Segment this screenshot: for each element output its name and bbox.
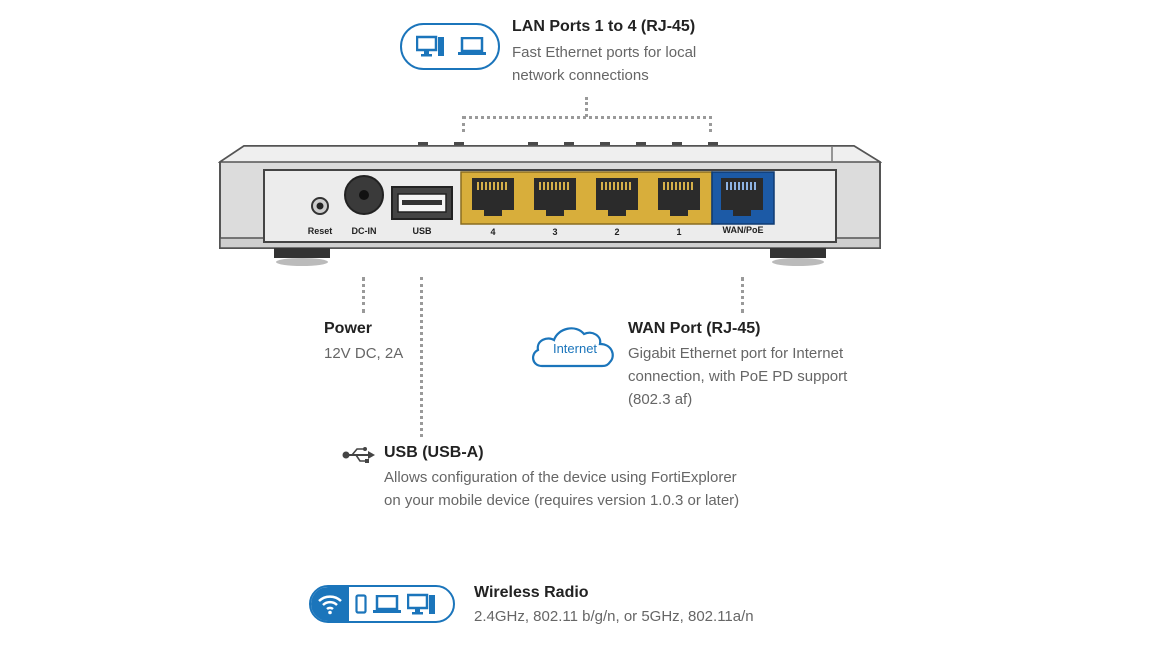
lan-connector-line — [585, 97, 588, 117]
wan-title: WAN Port (RJ-45) — [628, 320, 761, 337]
desktop-icon — [407, 593, 435, 615]
usb-connector-line — [420, 277, 423, 437]
wireless-devices-badge — [309, 585, 455, 623]
lan-description: Fast Ethernet ports for local network co… — [512, 44, 697, 84]
wan-connector-line — [741, 277, 744, 313]
usb-icon — [342, 447, 375, 463]
lan-port-3-jack — [534, 178, 576, 216]
wireless-title: Wireless Radio — [474, 584, 589, 601]
lan-port-4-jack — [472, 178, 514, 216]
port-3-label: 3 — [552, 227, 558, 237]
lan-title: LAN Ports 1 to 4 (RJ-45) — [512, 18, 696, 35]
reset-label: Reset — [307, 226, 333, 236]
lan-port-1-jack — [658, 178, 700, 216]
dcin-label: DC-IN — [351, 226, 377, 236]
power-connector-line — [362, 277, 365, 313]
wan-port-jack — [721, 178, 763, 216]
lan-connector-bracket — [463, 116, 712, 119]
wireless-description: 2.4GHz, 802.11 b/g/n, or 5GHz, 802.11a/n — [474, 608, 754, 625]
usb-label: USB — [412, 226, 432, 236]
laptop-icon — [373, 595, 401, 613]
usb-title: USB (USB-A) — [384, 444, 484, 461]
port-2-label: 2 — [614, 227, 620, 237]
port-1-label: 1 — [676, 227, 682, 237]
lan-devices-badge — [400, 23, 500, 70]
wan-poe-label: WAN/PoE — [722, 225, 764, 235]
lan-connector-right — [709, 116, 712, 132]
power-description: 12V DC, 2A — [324, 345, 404, 362]
lan-port-2-jack — [596, 178, 638, 216]
laptop-icon — [458, 37, 486, 55]
wifi-badge-fill — [311, 587, 349, 621]
power-title: Power — [324, 320, 373, 337]
port-4-label: 4 — [490, 227, 496, 237]
phone-icon — [355, 594, 367, 614]
desktop-icon — [416, 35, 444, 57]
lan-connector-left — [462, 116, 465, 132]
wifi-icon — [318, 595, 342, 615]
internet-cloud-icon — [532, 327, 614, 368]
usb-description: Allows configuration of the device using… — [384, 469, 740, 509]
wan-description: Gigabit Ethernet port for Internet conne… — [628, 345, 848, 408]
internet-cloud-label: Internet — [552, 341, 598, 356]
